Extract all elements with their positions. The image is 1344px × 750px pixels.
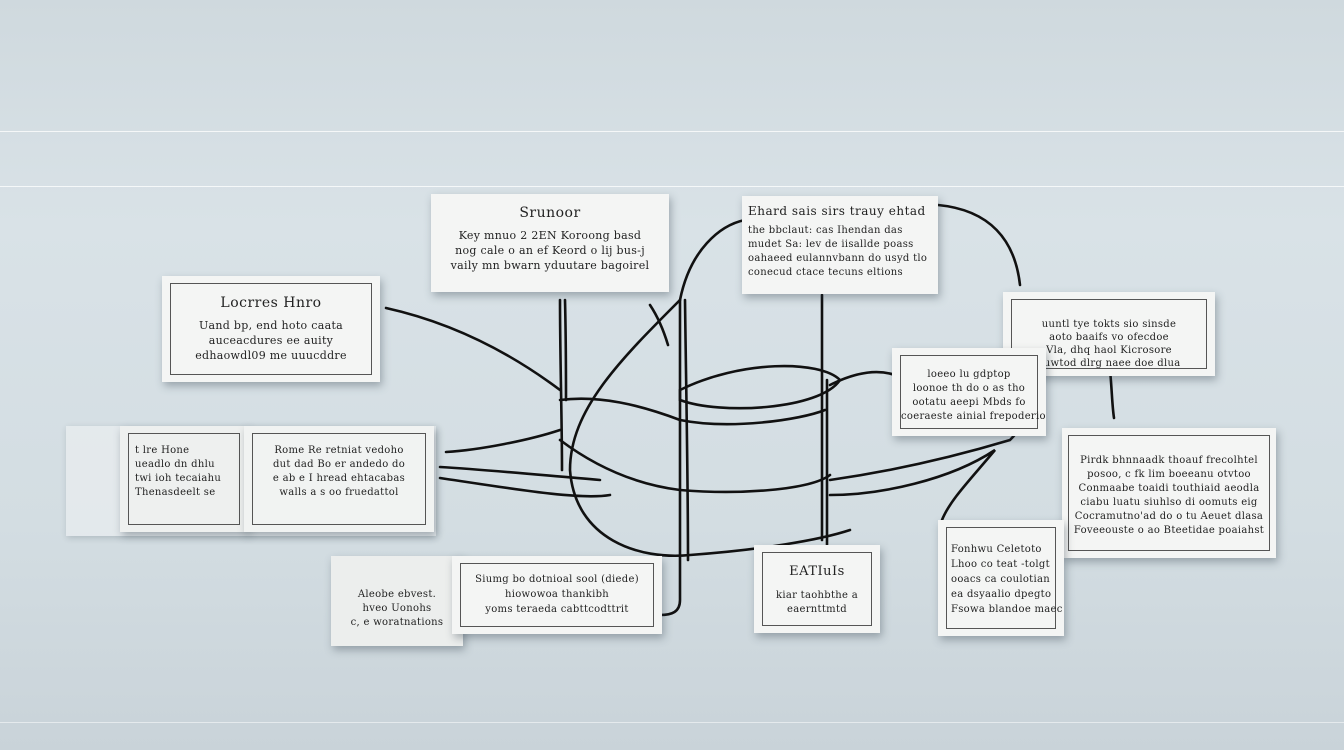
node-card-bottom-mid: EATIuIs kiar taohbthe a eaernttmtd: [754, 545, 880, 633]
card-line: ooacs ca coulotian: [951, 574, 1050, 585]
node-card-left-top: Locrres Hnro Uand bp, end hoto caata auc…: [162, 276, 380, 382]
node-card-left-mid-a: t lre Hone ueadlo dn dhlu twi ioh tecaia…: [120, 426, 248, 532]
card-border: Locrres Hnro Uand bp, end hoto caata auc…: [170, 283, 372, 375]
node-card-right-mid-2: loeeo lu gdptop loonoe th do o as tho oo…: [892, 348, 1046, 436]
node-card-far-right: Pirdk bhnnaadk thoauf frecolhtel posoo, …: [1062, 428, 1276, 558]
card-border: uuntl tye tokts sio sinsde aoto baaifs v…: [1011, 299, 1207, 369]
card-line: hiowowoa thankibh: [504, 589, 610, 600]
wire-ring-lower: [558, 438, 832, 494]
card-line: Fsowa blandoe maec: [951, 604, 1063, 615]
card-line: auceacdures ee auity: [208, 334, 334, 347]
node-card-center-top: Srunoor Key mnuo 2 2EN Koroong basd nog …: [431, 194, 669, 292]
card-line: vaily mn bwarn yduutare bagoirel: [450, 259, 650, 272]
card-line: Conmaabe toaidi touthiaid aeodla: [1078, 483, 1260, 494]
card-border: Rome Re retniat vedoho dut dad Bo er and…: [252, 433, 426, 525]
card-line: ootatu aeepi Mbds fo: [912, 397, 1026, 408]
card-title: Ehard sais sirs trauy ehtad: [748, 204, 926, 218]
card-line: ouwtod dlrg naee doe dlua: [1037, 358, 1181, 369]
node-card-left-mid-b: Rome Re retniat vedoho dut dad Bo er and…: [244, 426, 434, 532]
card-line: twi ioh tecaiahu: [135, 473, 222, 484]
card-line: Rome Re retniat vedoho: [274, 445, 404, 456]
card-line: dut dad Bo er andedo do: [272, 459, 406, 470]
wire-right-lower: [828, 448, 996, 522]
card-line: ueadlo dn dhlu: [135, 459, 215, 470]
background-rule-3: [0, 722, 1344, 723]
card-border: Pirdk bhnnaadk thoauf frecolhtel posoo, …: [1068, 435, 1270, 551]
card-line: Thenasdeelt se: [135, 487, 216, 498]
card-title: Srunoor: [519, 205, 581, 221]
card-body: Aleobe ebvest. hveo Uonohs c, e woratnat…: [331, 556, 463, 630]
card-line: the bbclaut: cas Ihendan das: [748, 225, 903, 236]
card-line: c, e woratnations: [350, 617, 444, 628]
card-line: mudet Sa: lev de iisallde poass: [748, 239, 914, 250]
card-border: Siumg bo dotnioal sool (diede) hiowowoa …: [460, 563, 654, 627]
card-line: hveo Uonohs: [362, 603, 432, 614]
card-line: ea dsyaalio dpegto: [951, 589, 1052, 600]
card-line: Cocramutno'ad do o tu Aeuet dlasa: [1074, 511, 1264, 522]
card-line: Uand bp, end hoto caata: [198, 319, 344, 332]
card-line: e ab e I hread ehtacabas: [272, 473, 406, 484]
card-line: kiar taohbthe a: [775, 590, 859, 601]
wire-left-mid-2: [438, 465, 602, 482]
wire-arc-top: [678, 218, 747, 302]
background-rule-2: [0, 186, 1344, 187]
card-line: Key mnuo 2 2EN Koroong basd: [458, 229, 642, 242]
wire-center-drop-2: [563, 298, 568, 402]
wire-trunk-right: [683, 298, 690, 562]
wire-loop-large: [568, 298, 852, 557]
wire-left-mid-3: [438, 476, 612, 498]
node-card-bottom-left-b: Siumg bo dotnioal sool (diede) hiowowoa …: [452, 556, 662, 634]
card-line: yoms teraeda cabttcodttrit: [485, 604, 629, 615]
node-panel-left-mid: t lre Hone ueadlo dn dhlu twi ioh tecaia…: [66, 426, 436, 536]
wire-left-tick: [648, 303, 670, 347]
card-line: Aleobe ebvest.: [357, 589, 437, 600]
wire-right-drop: [1108, 368, 1116, 420]
node-card-right-top: Ehard sais sirs trauy ehtad the bbclaut:…: [742, 196, 938, 294]
card-title: Locrres Hnro: [220, 295, 322, 311]
card-line: nog cale o an ef Keord o lij bus-j: [455, 244, 645, 257]
card-line: ciabu luatu siuhlso di oomuts eig: [1080, 497, 1258, 508]
node-card-bottom-left-a: Aleobe ebvest. hveo Uonohs c, e woratnat…: [331, 556, 463, 646]
wire-trunk-left: [658, 298, 682, 617]
card-line: aoto baaifs vo ofecdoe: [1049, 332, 1169, 343]
card-line: Foveeouste o ao Bteetidae poaiahst: [1073, 525, 1265, 536]
wire-center-drop-1: [558, 298, 564, 472]
card-line: oahaeed eulannvbann do usyd tlo: [748, 253, 928, 264]
card-title: EATIuIs: [789, 564, 845, 579]
card-line: Vla, dhq haol Kicrosore: [1046, 345, 1172, 356]
wire-left-mid-1: [444, 428, 562, 454]
card-line: Siumg bo dotnioal sool (diede): [475, 574, 639, 585]
card-line: loonoe th do o as tho: [912, 383, 1026, 394]
card-border: loeeo lu gdptop loonoe th do o as tho oo…: [900, 355, 1046, 429]
card-border: Fonhwu Celetoto Lhoo co teat -tolgt ooac…: [946, 527, 1063, 629]
wire-arc-top-right: [936, 203, 1022, 287]
card-line: eaernttmtd: [787, 604, 847, 615]
card-line: coeraeste ainial frepoderio: [901, 411, 1046, 422]
card-line: uuntl tye tokts sio sinsde: [1041, 319, 1177, 330]
card-line: edhaowdl09 me uuucddre: [195, 349, 347, 362]
card-line: walls a s oo fruedattol: [279, 487, 399, 498]
background-rule-1: [0, 131, 1344, 132]
node-card-bottom-right: Fonhwu Celetoto Lhoo co teat -tolgt ooac…: [938, 520, 1064, 636]
wire-left-top: [384, 306, 562, 392]
card-line: t lre Hone: [135, 445, 190, 456]
card-line: posoo, c fk lim boeeanu otvtoo: [1087, 469, 1251, 480]
card-line: conecud ctace tecuns eltions: [748, 267, 903, 278]
card-line: Fonhwu Celetoto: [951, 544, 1042, 555]
card-border: t lre Hone ueadlo dn dhlu twi ioh tecaia…: [128, 433, 240, 525]
wire-right-mid: [828, 370, 897, 387]
card-line: Pirdk bhnnaadk thoauf frecolhtel: [1080, 455, 1258, 466]
card-line: Lhoo co teat -tolgt: [951, 559, 1050, 570]
wire-ring-upper: [678, 364, 842, 410]
card-line: loeeo lu gdptop: [927, 369, 1011, 380]
card-border: EATIuIs kiar taohbthe a eaernttmtd: [762, 552, 872, 626]
